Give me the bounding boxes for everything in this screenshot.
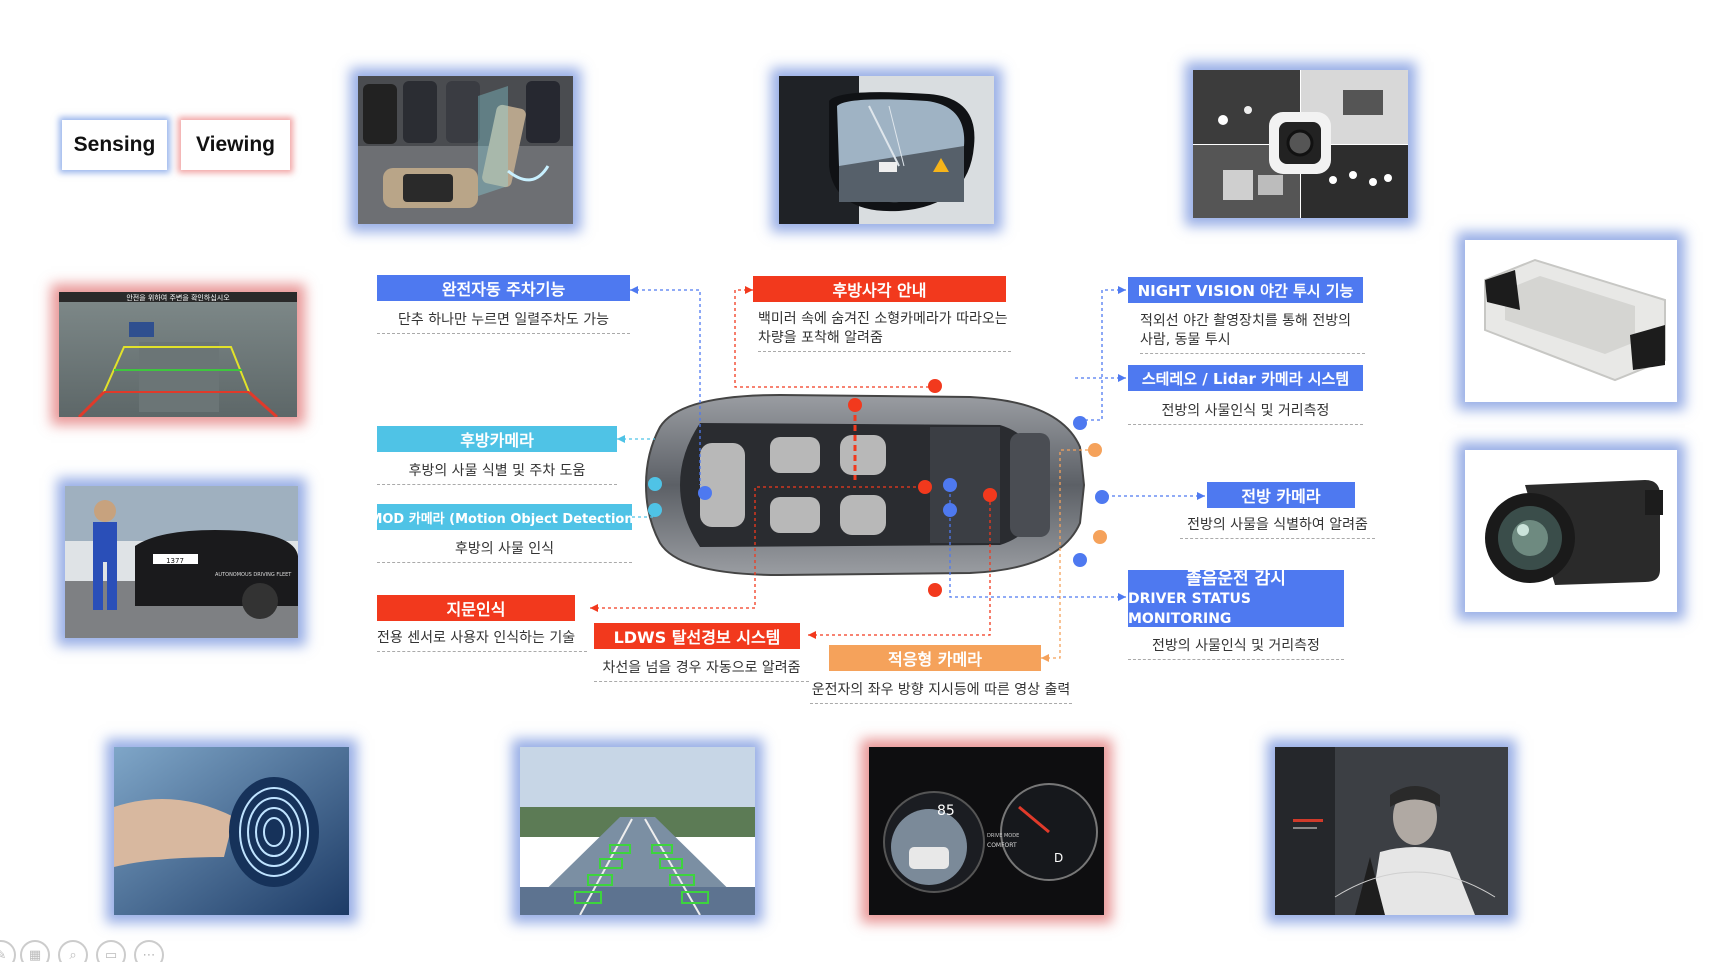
- gear-text: D: [1054, 851, 1063, 865]
- legend-viewing: Viewing: [181, 120, 290, 170]
- blindspot-connector: [734, 289, 935, 388]
- side-mirror-photo: [779, 76, 994, 224]
- adaptive-sensor-dot-top: [1088, 443, 1102, 457]
- rear-camera-label: 후방카메라: [377, 426, 617, 452]
- adaptive-label: 적응형 카메라: [829, 645, 1041, 671]
- ldws-sensor-dot: [983, 488, 997, 502]
- parking-label: 완전자동 주차기능: [377, 275, 630, 301]
- drive-mode-text: DRIVE MODE: [987, 833, 1019, 839]
- pen-icon[interactable]: ✎: [0, 940, 16, 962]
- slides-icon[interactable]: ▦: [20, 940, 50, 962]
- dsm-label: 졸음운전 감시 DRIVER STATUS MONITORING: [1128, 568, 1344, 627]
- legend-sensing: Sensing: [62, 120, 167, 170]
- rear-sensor-dot: [648, 477, 662, 491]
- dsm-title-1: 졸음운전 감시: [1186, 568, 1286, 589]
- mod-camera-photo: 1377 AUTONOMOUS DRIVING FLEET: [65, 486, 298, 638]
- fingerprint-connector: [590, 486, 925, 609]
- video-off-icon[interactable]: ▭: [96, 940, 126, 962]
- plate-text: 1377: [166, 557, 184, 565]
- front-sensor-dot: [1095, 490, 1109, 504]
- adaptive-connector: [1041, 449, 1095, 659]
- front-camera-desc: 전방의 사물을 식별하여 알려줌: [1180, 516, 1375, 539]
- side-sensor-dot: [928, 583, 942, 597]
- stereo-label: 스테레오 / Lidar 카메라 시스템: [1128, 365, 1363, 391]
- front-camera-arrowhead: [1197, 492, 1205, 500]
- ldws-label: LDWS 탈선경보 시스템: [594, 623, 800, 649]
- fingerprint-sensor-dot: [918, 480, 932, 494]
- blindspot-desc-1: 백미러 속에 숨겨진 소형카메라가 따라오는: [758, 311, 1008, 327]
- stereo-arrowhead: [1118, 374, 1126, 382]
- adaptive-camera-photo: 85 D DRIVE MODE COMFORT: [869, 747, 1104, 915]
- night-vision-photo: [1193, 70, 1408, 218]
- night-vision-arrowhead: [1118, 286, 1126, 294]
- blindspot-arrowhead: [745, 286, 753, 294]
- fingerprint-desc: 전용 센서로 사용자 인식하는 기술: [377, 629, 587, 652]
- adaptive-desc: 운전자의 좌우 방향 지시등에 따른 영상 출력: [810, 681, 1072, 704]
- fingerprint-arrowhead: [590, 604, 598, 612]
- ldws-photo: [520, 747, 755, 915]
- dsm-connector: [949, 485, 1126, 598]
- front-corner-sensor-dot: [1073, 553, 1087, 567]
- blindspot-desc-2: 차량을 포착해 알려줌: [758, 329, 1011, 352]
- parking-connector: [630, 289, 701, 485]
- fleet-text: AUTONOMOUS DRIVING FLEET: [215, 572, 292, 578]
- night-vision-desc-2: 사람, 동물 투시: [1140, 331, 1365, 354]
- stereo-desc: 전방의 사물인식 및 거리측정: [1128, 402, 1363, 425]
- rear-cam-banner: 안전을 위하여 주변을 확인하십시오: [126, 293, 230, 302]
- interior-sensor-dot: [943, 503, 957, 517]
- dsm-arrowhead: [1118, 593, 1126, 601]
- mod-label: MOD 카메라 (Motion Object Detection): [377, 504, 632, 530]
- fingerprint-photo: [114, 747, 349, 915]
- night-vision-connector: [1075, 289, 1126, 421]
- mod-desc: 후방의 사물 인식: [377, 540, 632, 563]
- parking-photo: [358, 76, 573, 224]
- ldws-desc: 차선을 넘을 경우 자동으로 알려줌: [594, 659, 809, 682]
- front-camera-photo: [1465, 450, 1677, 612]
- mirror-sensor-dot: [928, 379, 942, 393]
- car-top-view: [644, 393, 1086, 577]
- front-camera-label: 전방 카메라: [1207, 482, 1355, 508]
- adaptive-arrowhead: [1041, 654, 1049, 662]
- night-vision-desc-1: 적외선 야간 촬영장치를 통해 전방의: [1140, 313, 1351, 329]
- parking-desc: 단추 하나만 누르면 일렬주차도 가능: [377, 311, 630, 334]
- dsm-title-2: DRIVER STATUS MONITORING: [1128, 590, 1251, 627]
- speed-text: 85: [937, 803, 955, 819]
- stereo-camera-photo: [1465, 240, 1677, 402]
- night-vision-label: NIGHT VISION 야간 투시 기능: [1128, 277, 1363, 303]
- rear-camera-arrowhead: [617, 435, 625, 443]
- rear-camera-desc: 후방의 사물 식별 및 주차 도움: [377, 462, 617, 485]
- zoom-icon[interactable]: ⌕: [58, 940, 88, 962]
- adaptive-sensor-dot-bottom: [1093, 530, 1107, 544]
- ldws-arrowhead: [808, 631, 816, 639]
- dsm-desc: 전방의 사물인식 및 거리측정: [1128, 637, 1344, 660]
- blindspot-label: 후방사각 안내: [753, 276, 1006, 302]
- rear-camera-photo: 안전을 위하여 주변을 확인하십시오: [59, 292, 297, 417]
- mod-sensor-dot: [648, 503, 662, 517]
- ldws-connector: [808, 495, 991, 636]
- fingerprint-label: 지문인식: [377, 595, 575, 621]
- more-icon[interactable]: ⋯: [134, 940, 164, 962]
- parking-arrowhead: [630, 286, 638, 294]
- driver-monitoring-photo: [1275, 747, 1508, 915]
- comfort-text: COMFORT: [987, 842, 1017, 849]
- dsm-sensor-dot: [943, 478, 957, 492]
- parking-sensor-dot: [698, 486, 712, 500]
- roof-sensor-dot: [848, 398, 862, 412]
- night-vision-sensor-dot: [1073, 416, 1087, 430]
